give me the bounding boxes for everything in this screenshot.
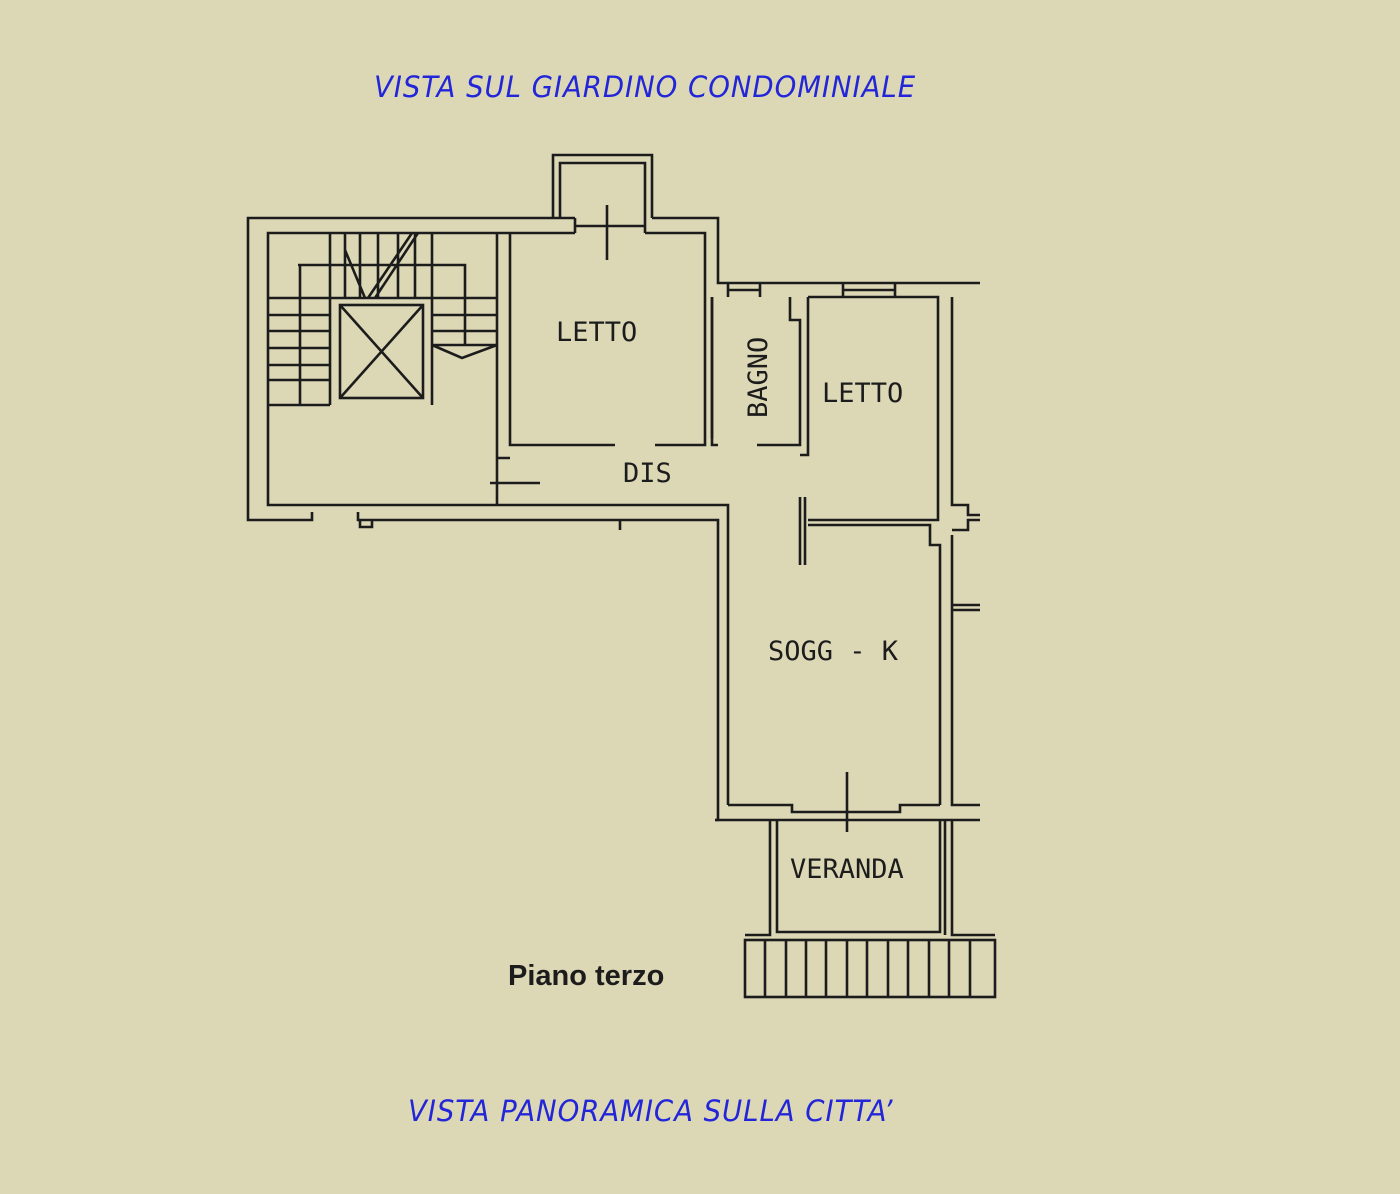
top-caption: VISTA SUL GIARDINO CONDOMINIALE	[374, 70, 917, 104]
elevator	[338, 303, 425, 400]
walls	[246, 153, 997, 999]
railing	[743, 938, 997, 999]
room-label-letto-1: LETTO	[556, 317, 637, 348]
room-label-dis: DIS	[623, 458, 672, 489]
room-label-bagno: BAGNO	[743, 337, 774, 418]
room-label-veranda: VERANDA	[790, 854, 904, 885]
room-label-letto-2: LETTO	[822, 378, 903, 409]
bottom-caption: VISTA PANORAMICA SULLA CITTA’	[408, 1094, 894, 1128]
floor-label: Piano terzo	[508, 960, 665, 992]
room-label-soggiorno: SOGG - K	[768, 636, 899, 667]
